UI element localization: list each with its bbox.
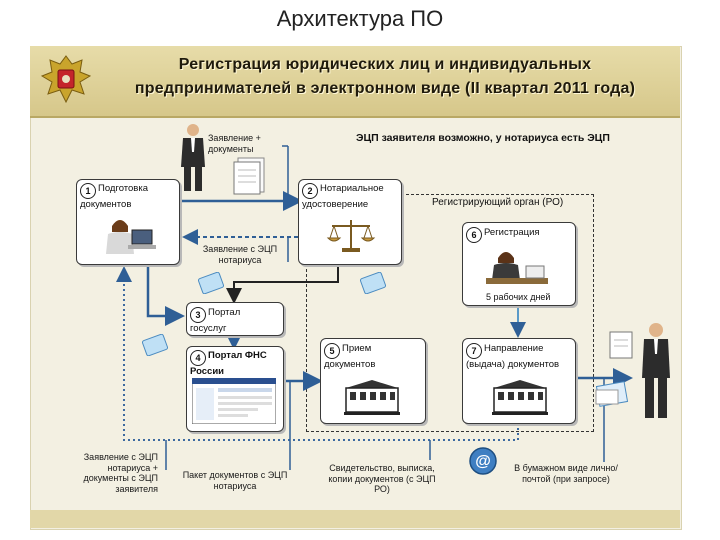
step-2-number: 2 — [302, 183, 318, 199]
building-icon — [492, 380, 548, 415]
step-5-text: Прием документов — [324, 343, 376, 370]
header-line-1: Регистрация юридических лиц и индивидуал… — [178, 56, 592, 73]
step-7-number: 7 — [466, 343, 482, 359]
label-application-docs: Заявление + документы — [208, 133, 261, 154]
svg-text:@: @ — [475, 453, 491, 470]
step-6-number: 6 — [466, 227, 482, 243]
document-icon — [233, 157, 265, 195]
step-3-text: Портал госуслуг — [190, 307, 241, 334]
ecp-notice: ЭЦП заявителя возможно, у нотариуса есть… — [356, 132, 610, 144]
email-icon — [360, 272, 386, 294]
footer-band — [30, 510, 680, 528]
step-2-text: Нотариальное удостоверение — [302, 183, 384, 210]
label-package: Пакет документов с ЭЦП нотариуса — [182, 470, 288, 491]
web-portal-screenshot-icon — [192, 378, 276, 424]
email-icon — [142, 334, 168, 356]
email-icon: @ — [469, 447, 497, 475]
step-6-text: Регистрация — [484, 227, 540, 238]
document-icon — [609, 331, 633, 359]
label-certificate: Свидетельство, выписка, копии документов… — [328, 463, 436, 494]
envelope-icon — [595, 381, 629, 407]
label-paper: В бумажном виде лично/почтой (при запрос… — [514, 463, 618, 484]
courier-icon — [642, 323, 670, 418]
step-4-number: 4 — [190, 350, 206, 366]
building-icon — [344, 380, 400, 415]
header-line-2: предпринимателей в электронном виде (II … — [134, 80, 636, 97]
slide-title: Архитектура ПО — [276, 6, 444, 31]
step-7-text: Направление (выдача) документов — [466, 343, 560, 370]
businessman-icon — [181, 124, 205, 191]
duration-label: 5 рабочих дней — [486, 292, 551, 302]
emblem-icon — [40, 55, 92, 104]
operator-icon — [106, 220, 156, 254]
registration-authority-region — [306, 194, 594, 432]
operator-icon — [486, 252, 548, 284]
scales-icon — [326, 220, 376, 252]
label-application-ecp: Заявление с ЭЦП нотариуса — [202, 244, 278, 265]
step-1-text: Подготовка документов — [80, 183, 149, 210]
diagram-header — [30, 46, 680, 118]
step-3-number: 3 — [190, 307, 206, 323]
step-4-text: Портал ФНС России — [190, 350, 267, 377]
label-left-bottom: Заявление с ЭЦП нотариуса + документы с … — [83, 452, 158, 494]
step-5-number: 5 — [324, 343, 340, 359]
step-1-number: 1 — [80, 183, 96, 199]
email-icon — [198, 272, 224, 294]
region-label: Регистрирующий орган (РО) — [432, 197, 564, 208]
